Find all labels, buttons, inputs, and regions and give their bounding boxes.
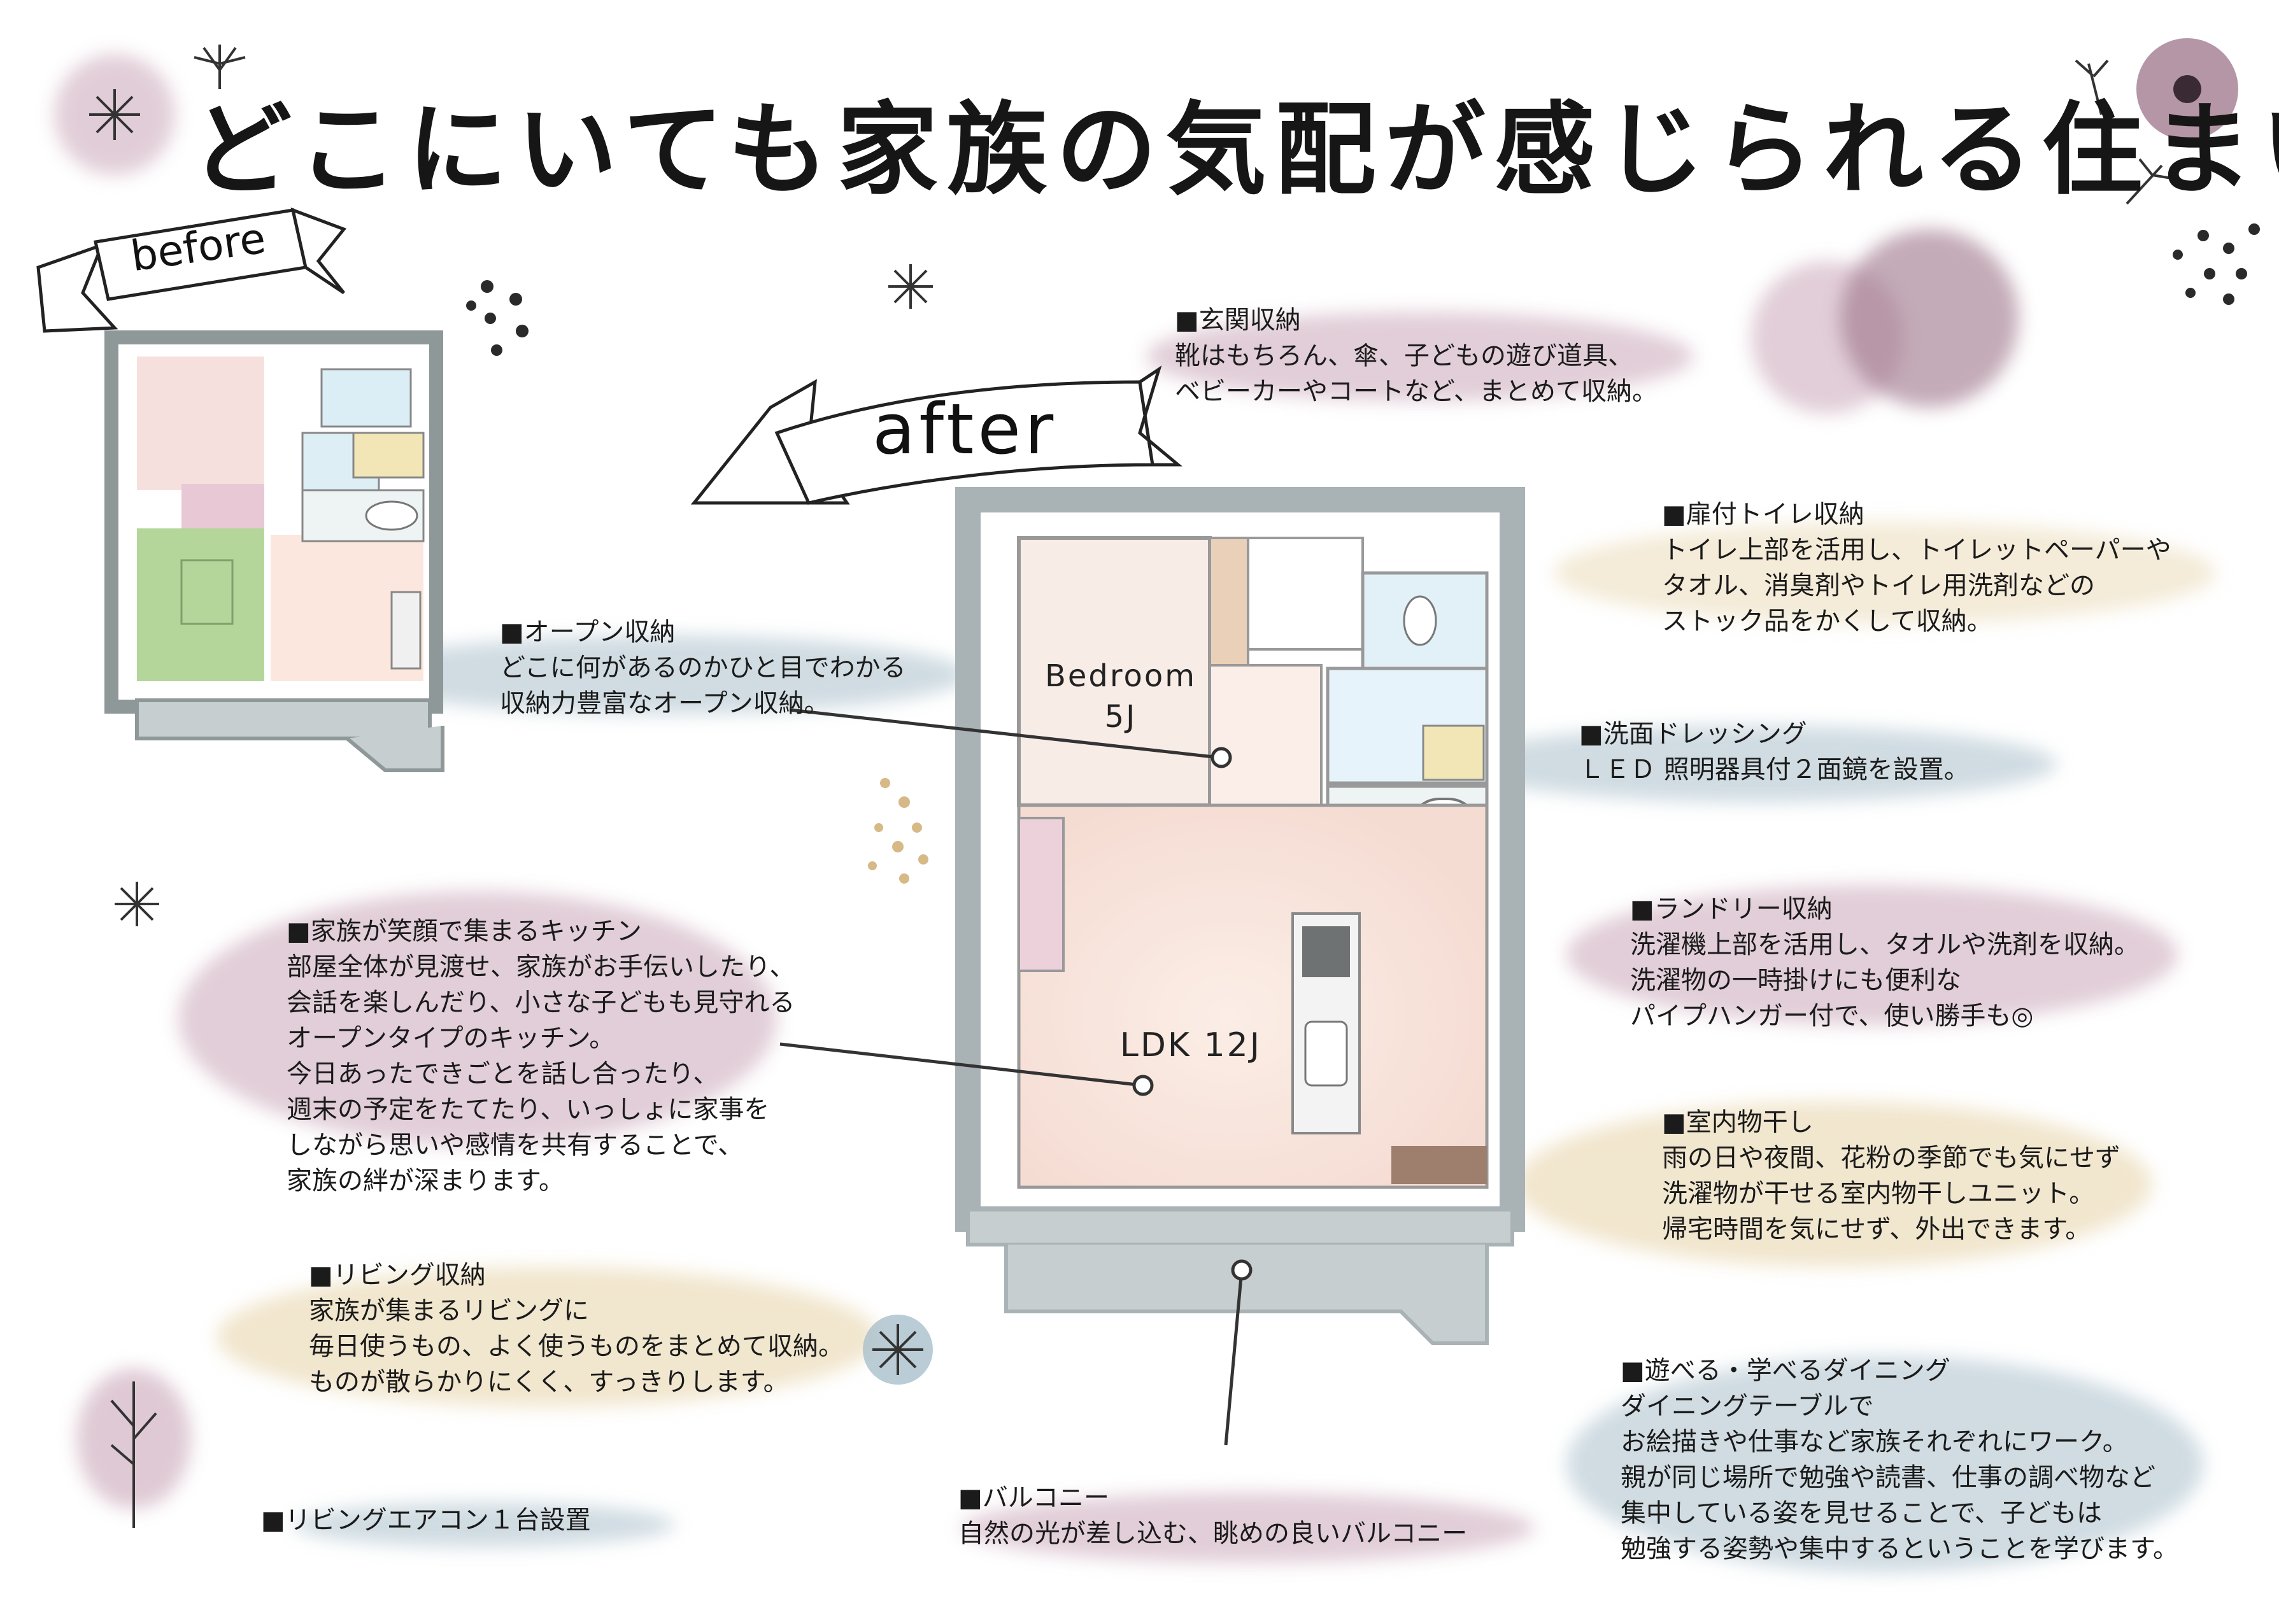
note-kitchen: ■家族が笑顔で集まるキッチン 部屋全体が見渡せ、家族がお手伝いしたり、 会話を楽… xyxy=(287,914,795,1199)
note-aircon: ■リビングエアコン１台設置 xyxy=(261,1502,591,1538)
note-heading: ■室内物干し xyxy=(1662,1108,1814,1137)
sparkle-icon xyxy=(115,882,159,926)
note-dressing: ■洗面ドレッシング ＬＥＤ 照明器具付２面鏡を設置。 xyxy=(1579,716,1970,787)
note-line: ストック品をかくして収納。 xyxy=(1662,607,1992,636)
page-title: どこにいても家族の気配が感じられる住まい xyxy=(191,92,2279,209)
after-floor-plan xyxy=(779,487,1525,1446)
note-line: 収納力豊富なオープン収納。 xyxy=(500,689,830,718)
note-open-storage: ■オープン収納 どこに何があるのかひと目でわかる 収納力豊富なオープン収納。 xyxy=(500,614,906,721)
after-ribbon xyxy=(690,365,1182,505)
decor-sparkles xyxy=(115,45,2172,926)
note-line: 家族が集まるリビングに xyxy=(309,1296,589,1325)
bedroom-name: Bedroom xyxy=(1044,658,1197,694)
note-heading: ■ランドリー収納 xyxy=(1630,894,1833,924)
note-line: 親が同じ場所で勉強や読書、仕事の調べ物など xyxy=(1621,1463,2155,1492)
note-heading: ■家族が笑顔で集まるキッチン xyxy=(287,917,642,946)
watercolor-swashes xyxy=(178,312,2216,1572)
note-line: 洗濯物の一時掛けにも便利な xyxy=(1630,966,1961,995)
note-indoor-drying: ■室内物干し 雨の日や夜間、花粉の季節でも気にせず 洗濯物が干せる室内物干しユニ… xyxy=(1662,1105,2120,1247)
note-heading: ■リビングエアコン１台設置 xyxy=(261,1506,591,1535)
before-ribbon xyxy=(36,208,347,333)
room-label-bedroom: Bedroom 5J xyxy=(1025,656,1216,737)
note-line: 靴はもちろん、傘、子どもの遊び道具、 xyxy=(1175,341,1633,371)
note-line: トイレ上部を活用し、トイレットペーパーや xyxy=(1662,535,2171,565)
note-line: 帰宅時間を気にせず、外出できます。 xyxy=(1662,1215,2091,1244)
note-line: 会話を楽しんだり、小さな子どもも見守れる xyxy=(287,988,795,1017)
note-line: 集中している姿を見せることで、子どもは xyxy=(1621,1499,2102,1528)
note-line: ベビーカーやコートなど、まとめて収納。 xyxy=(1175,377,1658,406)
note-toilet-storage: ■扉付トイレ収納 トイレ上部を活用し、トイレットペーパーや タオル、消臭剤やトイ… xyxy=(1662,497,2171,639)
dandelion-icon xyxy=(2075,59,2109,115)
after-label: after xyxy=(872,388,1058,470)
note-line: オープンタイプのキッチン。 xyxy=(287,1024,615,1053)
note-line: 勉強する姿勢や集中するということを学びます。 xyxy=(1621,1534,2178,1564)
note-heading: ■扉付トイレ収納 xyxy=(1662,500,1864,529)
dandelion-icon xyxy=(194,45,246,89)
note-dining: ■遊べる・学べるダイニング ダイニングテーブルで お絵描きや仕事など家族それぞれ… xyxy=(1621,1353,2178,1567)
sparkle-icon xyxy=(872,1324,923,1375)
note-entrance-storage: ■玄関収納 靴はもちろん、傘、子どもの遊び道具、 ベビーカーやコートなど、まとめ… xyxy=(1175,302,1658,409)
dandelion-icon xyxy=(2126,158,2172,205)
note-line: 部屋全体が見渡せ、家族がお手伝いしたり、 xyxy=(287,952,795,982)
note-line: 洗濯機上部を活用し、タオルや洗剤を収納。 xyxy=(1630,930,2140,959)
decor-dots xyxy=(466,223,2260,356)
note-line: タオル、消臭剤やトイレ用洗剤などの xyxy=(1662,571,2095,600)
note-line: 今日あったできごとを話し合ったり、 xyxy=(287,1059,719,1089)
note-line: ＬＥＤ 照明器具付２面鏡を設置。 xyxy=(1579,755,1970,784)
note-heading: ■洗面ドレッシング xyxy=(1579,719,1807,749)
note-heading: ■バルコニー xyxy=(958,1483,1109,1513)
before-floor-plan xyxy=(104,330,444,772)
note-heading: ■オープン収納 xyxy=(500,618,676,647)
note-line: 家族の絆が深まります。 xyxy=(287,1166,564,1196)
note-laundry-storage: ■ランドリー収納 洗濯機上部を活用し、タオルや洗剤を収納。 洗濯物の一時掛けにも… xyxy=(1630,891,2140,1034)
note-line: 雨の日や夜間、花粉の季節でも気にせず xyxy=(1662,1143,2120,1173)
note-line: ダイニングテーブルで xyxy=(1621,1392,1874,1421)
note-line: お絵描きや仕事など家族それぞれにワーク。 xyxy=(1621,1427,2128,1457)
note-line: パイプハンガー付で、使い勝手も◎ xyxy=(1630,1001,2034,1031)
note-heading: ■リビング収納 xyxy=(309,1260,486,1290)
decor-flowers xyxy=(54,38,2238,1528)
note-living-storage: ■リビング収納 家族が集まるリビングに 毎日使うもの、よく使うものをまとめて収納… xyxy=(309,1257,844,1400)
decor-dots-gold xyxy=(868,778,928,884)
note-heading: ■玄関収納 xyxy=(1175,306,1301,335)
note-line: ものが散らかりにくく、すっきりします。 xyxy=(309,1367,789,1397)
note-heading: ■遊べる・学べるダイニング xyxy=(1621,1356,1950,1385)
tree-icon xyxy=(110,1381,157,1528)
sparkle-icon xyxy=(89,89,140,140)
note-line: 毎日使うもの、よく使うものをまとめて収納。 xyxy=(309,1332,844,1361)
sparkle-icon xyxy=(888,264,933,309)
bedroom-size: 5J xyxy=(1104,699,1137,735)
note-line: 週末の予定をたてたり、いっしょに家事を xyxy=(287,1095,770,1124)
note-line: 自然の光が差し込む、眺めの良いバルコニー xyxy=(958,1519,1468,1548)
room-label-ldk: LDK 12J xyxy=(1119,1026,1262,1064)
note-line: しながら思いや感情を共有することで、 xyxy=(287,1131,744,1160)
note-balcony: ■バルコニー 自然の光が差し込む、眺めの良いバルコニー xyxy=(958,1480,1467,1551)
note-line: どこに何があるのかひと目でわかる xyxy=(500,653,906,682)
note-line: 洗濯物が干せる室内物干しユニット。 xyxy=(1662,1179,2095,1208)
